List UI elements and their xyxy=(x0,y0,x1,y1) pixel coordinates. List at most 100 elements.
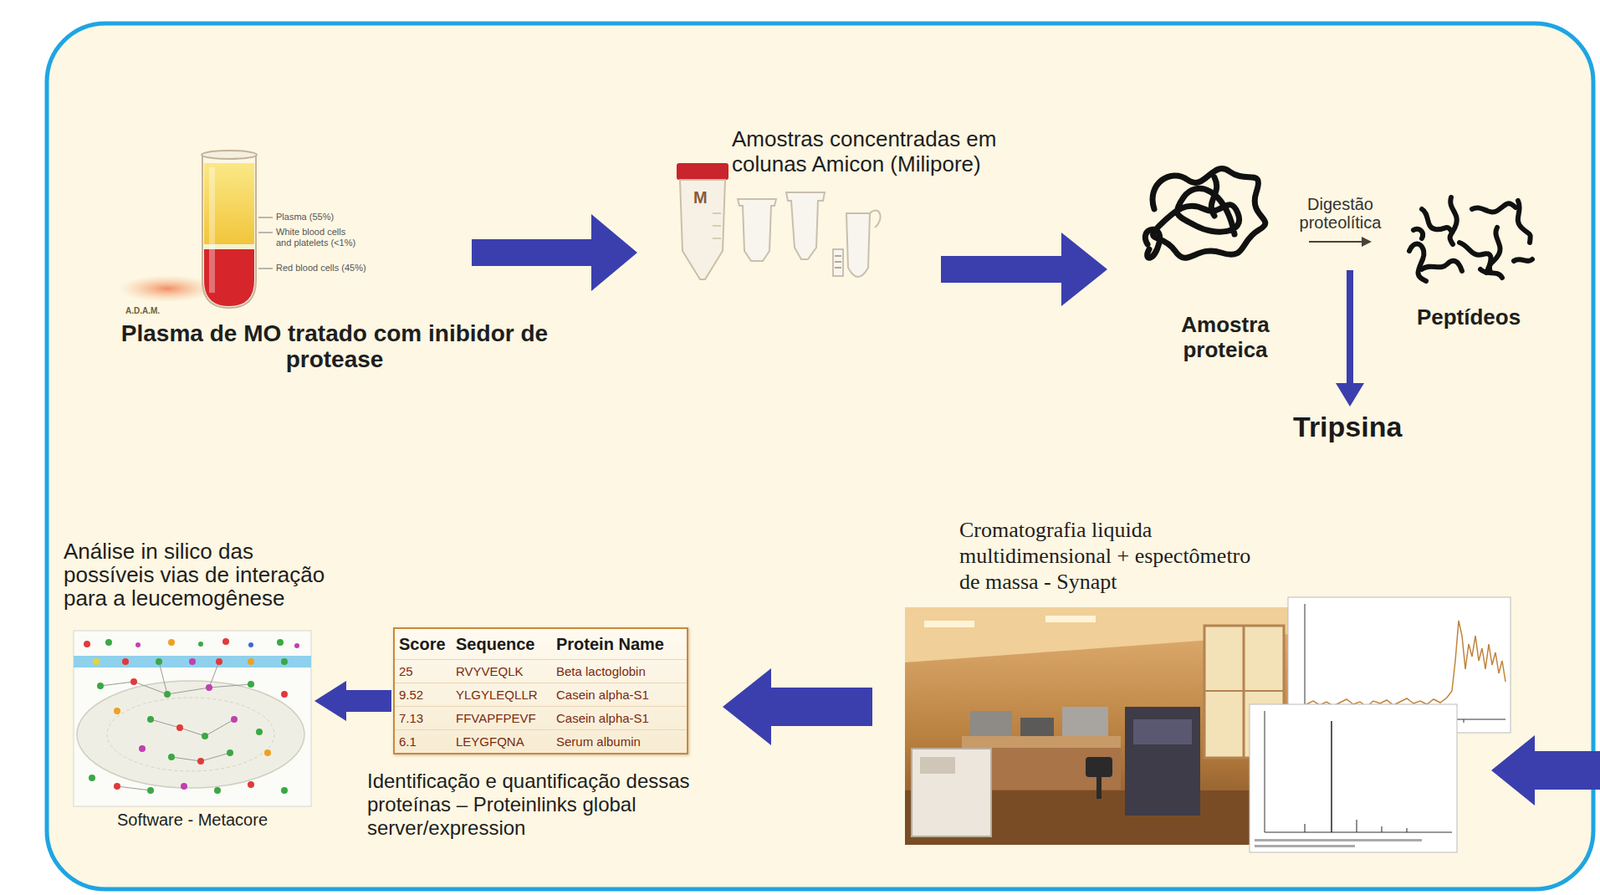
lab-photo xyxy=(1096,776,1102,799)
pathway-map xyxy=(88,774,96,782)
pathway-map xyxy=(92,658,100,665)
table-header-cell: Protein Name xyxy=(552,628,687,660)
pathway-map xyxy=(247,658,255,665)
pathway-map xyxy=(247,680,255,688)
peptide-fragments xyxy=(1480,269,1503,278)
process-arrow xyxy=(1361,236,1372,247)
lab-photo xyxy=(911,748,992,837)
protein-tangle xyxy=(1145,229,1160,258)
step-caption: Amostras concentradas em colunas Amicon … xyxy=(731,126,1025,177)
mass-spectrum xyxy=(1381,826,1383,833)
pathway-map xyxy=(73,630,312,807)
pathway-map xyxy=(230,715,238,723)
table-cell: Beta lactoglobin xyxy=(552,659,687,683)
process-arrow xyxy=(1308,236,1372,247)
pathway-analysis: Análise in silico das possíveis vias de … xyxy=(73,628,312,807)
pathway-map xyxy=(83,638,300,794)
mass-spectrum xyxy=(1254,844,1355,848)
software-name: Software - Metacore xyxy=(73,809,312,830)
amicon-columns xyxy=(676,163,729,180)
pathway-map xyxy=(264,749,271,757)
pathway-map xyxy=(281,787,288,794)
table-cell: LEYGFQNA xyxy=(451,729,553,753)
lc-ms-step: Cromatografia liquida multidimensional +… xyxy=(903,595,1514,855)
flow-arrow xyxy=(940,232,1108,307)
pathway-map xyxy=(97,682,104,690)
pathway-map xyxy=(281,690,288,698)
amicon-columns xyxy=(679,179,726,280)
step-caption: Cromatografia liquida multidimensional +… xyxy=(959,516,1263,595)
mass-spectrum xyxy=(1254,838,1422,842)
step-caption: Amostra proteica xyxy=(1162,311,1289,363)
test-tube xyxy=(258,268,273,270)
amicon-columns xyxy=(676,163,881,280)
mass-spectrum xyxy=(1249,704,1457,853)
protein-tangle xyxy=(1211,177,1217,216)
pathway-map xyxy=(158,661,168,695)
pathway-map xyxy=(138,745,146,752)
pathway-map xyxy=(83,640,91,648)
pathway-map xyxy=(189,658,196,665)
mass-spectrum xyxy=(1304,823,1306,833)
pathway-map xyxy=(226,749,234,757)
pathway-map xyxy=(276,638,284,646)
layer-label: White blood cells and platelets (<1%) xyxy=(276,226,360,249)
protein-tangle xyxy=(1152,168,1266,259)
pathway-map xyxy=(113,707,121,715)
amicon-columns xyxy=(834,255,842,257)
step-caption: Identificação e quantificação dessas pro… xyxy=(367,769,736,840)
peptide-fragments xyxy=(1513,259,1533,261)
table-header-cell: Sequence xyxy=(451,628,553,660)
test-tube xyxy=(118,275,216,302)
table-cell: 9.52 xyxy=(394,682,452,706)
pathway-map xyxy=(200,752,231,762)
pathway-map xyxy=(100,661,251,791)
peptide-fragments xyxy=(1459,242,1492,273)
pathway-map xyxy=(155,658,163,665)
amicon-columns xyxy=(712,212,721,215)
pathway-map xyxy=(205,684,213,691)
pathway-map xyxy=(209,684,251,688)
peptide-fragments xyxy=(1450,197,1457,245)
pathway-map xyxy=(113,782,121,790)
amicon-columns xyxy=(869,210,881,228)
pathway-map xyxy=(133,681,168,695)
lab-photo xyxy=(1085,756,1113,777)
pathway-map xyxy=(105,638,113,646)
pathway-map xyxy=(168,753,175,761)
test-tube xyxy=(202,154,256,308)
trypsin-arrow xyxy=(1335,383,1365,407)
lab-photo xyxy=(1062,706,1109,737)
mass-spectrum xyxy=(1264,710,1452,833)
pathway-map xyxy=(171,756,201,762)
lab-photo xyxy=(1133,719,1192,745)
pathway-map xyxy=(247,781,255,788)
table-header-cell: Score xyxy=(394,628,452,660)
enzyme-label: Tripsina xyxy=(1293,409,1402,444)
test-tube xyxy=(258,217,273,219)
pathway-map xyxy=(209,661,220,688)
table-cell: 25 xyxy=(394,659,452,683)
logo-text: A.D.A.M. xyxy=(125,306,160,317)
pathway-map xyxy=(180,782,188,790)
layer-label: Plasma (55%) xyxy=(276,211,334,223)
pathway-map xyxy=(204,719,235,737)
process-arrow xyxy=(1308,240,1364,243)
pathway-map xyxy=(117,786,151,791)
pathway-map xyxy=(73,630,312,807)
peptide-fragments xyxy=(1421,209,1452,233)
table-cell: Casein alpha-S1 xyxy=(552,705,687,730)
protein-sample: Amostra proteica xyxy=(1137,154,1284,281)
test-tube xyxy=(209,167,215,293)
lab-photo xyxy=(920,756,956,774)
step-caption: Peptídeos xyxy=(1401,304,1536,330)
pathway-map xyxy=(215,658,223,665)
mass-spectrum xyxy=(1249,704,1457,853)
pathway-map xyxy=(107,697,275,772)
amicon-columns xyxy=(834,260,842,263)
table-cell: 7.13 xyxy=(394,705,452,730)
amicon-columns xyxy=(712,237,721,240)
amicon-columns xyxy=(833,249,844,277)
frame-border xyxy=(46,23,1594,890)
